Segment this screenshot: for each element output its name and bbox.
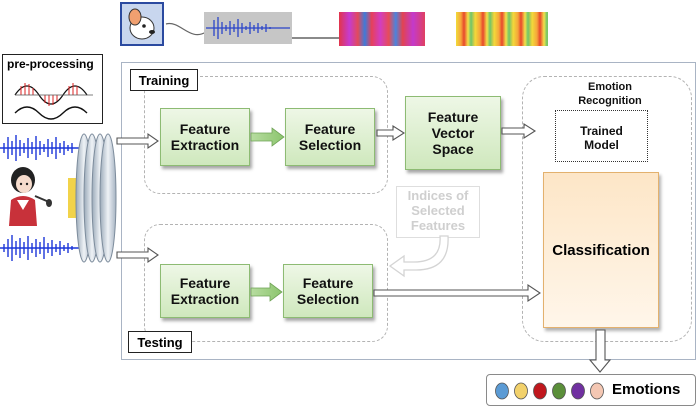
emotion-dot [590,382,604,400]
filter-stack-icon [68,133,117,263]
testing-feature-selection-box: Feature Selection [283,264,373,318]
trained-model-box [555,110,648,162]
speaker-avatar-icon [120,2,164,46]
emotion-recognition-group [522,76,692,342]
selection-to-classification-arrow [373,283,541,303]
preprocessing-label: pre-processing [7,57,94,71]
input-audio-waveform-top [0,135,80,161]
emotion-recognition-title: Emotion Recognition [578,81,642,107]
waveform-image [204,12,292,44]
selection-to-fvs-arrow [376,124,406,142]
emotions-label: Emotions [612,381,681,398]
emotion-dot [495,382,509,400]
classification-box: Classification [543,172,659,328]
training-feature-selection-box: Feature Selection [285,108,375,166]
testing-feature-extraction-box: Feature Extraction [160,264,250,318]
indices-box [396,186,480,238]
classification-to-emotions-arrow [588,329,612,373]
training-feature-extraction-box: Feature Extraction [160,108,250,166]
feature-vector-space-box: Feature Vector Space [405,96,501,170]
indices-label: Indices of Selected Features [407,188,469,233]
testing-group [144,224,388,342]
training-extract-to-select-arrow [250,127,285,147]
trained-model-label: Trained Model [580,124,623,152]
fvs-to-recognition-arrow [501,122,537,140]
input-arrow-top [116,132,159,150]
speaker-person-icon [5,166,55,228]
testing-extract-to-select-arrow [250,282,283,302]
emotion-dot [571,382,585,400]
input-arrow-bottom [116,246,159,264]
emotion-dot [533,382,547,400]
feature-map-image [456,12,548,46]
emotion-dot [552,382,566,400]
spectrogram-image [339,12,425,46]
testing-label: Testing [128,331,192,353]
connector-line [165,23,342,39]
emotion-dots [494,382,606,400]
preprocessing-box: pre-processing [2,54,103,124]
emotion-dot [514,382,528,400]
preprocessing-waves [14,83,93,120]
training-label: Training [130,69,198,91]
input-audio-waveform-bottom [0,235,80,261]
indices-feedback-arrow [388,235,449,278]
